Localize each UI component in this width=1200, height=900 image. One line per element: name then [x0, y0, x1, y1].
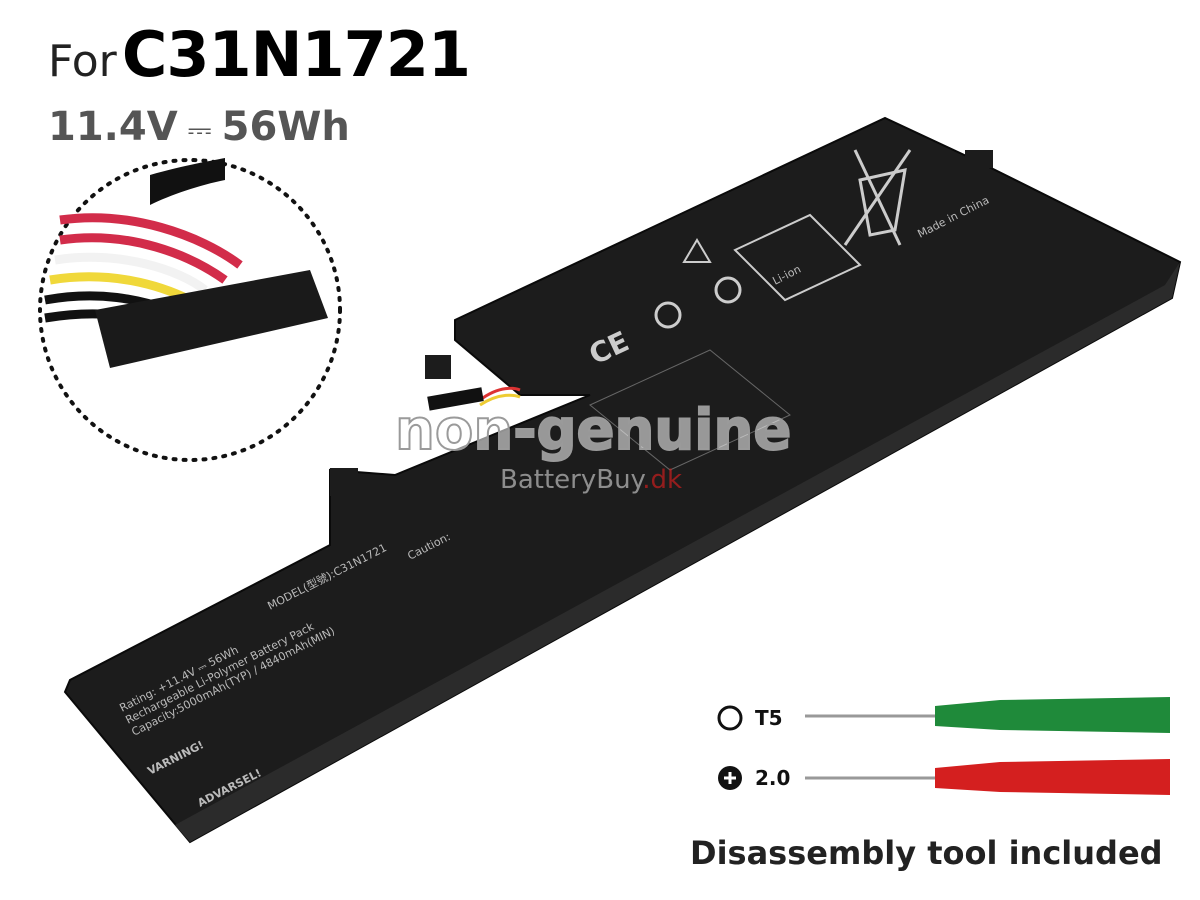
- footer-text: Disassembly tool included: [690, 834, 1163, 872]
- t5-label: T5: [755, 706, 783, 730]
- battery-body: [63, 116, 1182, 844]
- capacity: 56Wh: [221, 104, 350, 150]
- watermark-non-genuine: non-genuine: [394, 397, 792, 464]
- recycle-symbol-box: [733, 213, 862, 302]
- torx-icon: [717, 705, 743, 731]
- torx-screwdriver: [805, 697, 1170, 733]
- cert-icon: [654, 301, 682, 329]
- mount-tab: [425, 355, 451, 379]
- size-2-label: 2.0: [755, 766, 791, 790]
- crossed-bin-icon: [843, 149, 912, 246]
- title-prefix: For: [48, 36, 117, 87]
- connector-closeup: [44, 158, 328, 368]
- product-title: For C31N1721: [48, 18, 471, 91]
- dc-symbol: ⎓: [187, 113, 212, 148]
- warning-icon: [682, 238, 712, 263]
- cable-connector: [427, 386, 521, 411]
- battery-edge: [175, 262, 1180, 842]
- mount-tab: [330, 468, 358, 496]
- cert-icon: [714, 276, 742, 304]
- phillips-screwdriver: [805, 759, 1170, 795]
- mount-tab: [965, 150, 993, 168]
- label-area: [589, 349, 791, 471]
- spec-line: 11.4V ⎓ 56Wh: [48, 104, 350, 150]
- model-number: C31N1721: [121, 18, 471, 91]
- watermark-brand: BatteryBuy.dk: [500, 465, 683, 495]
- voltage: 11.4V: [48, 104, 178, 150]
